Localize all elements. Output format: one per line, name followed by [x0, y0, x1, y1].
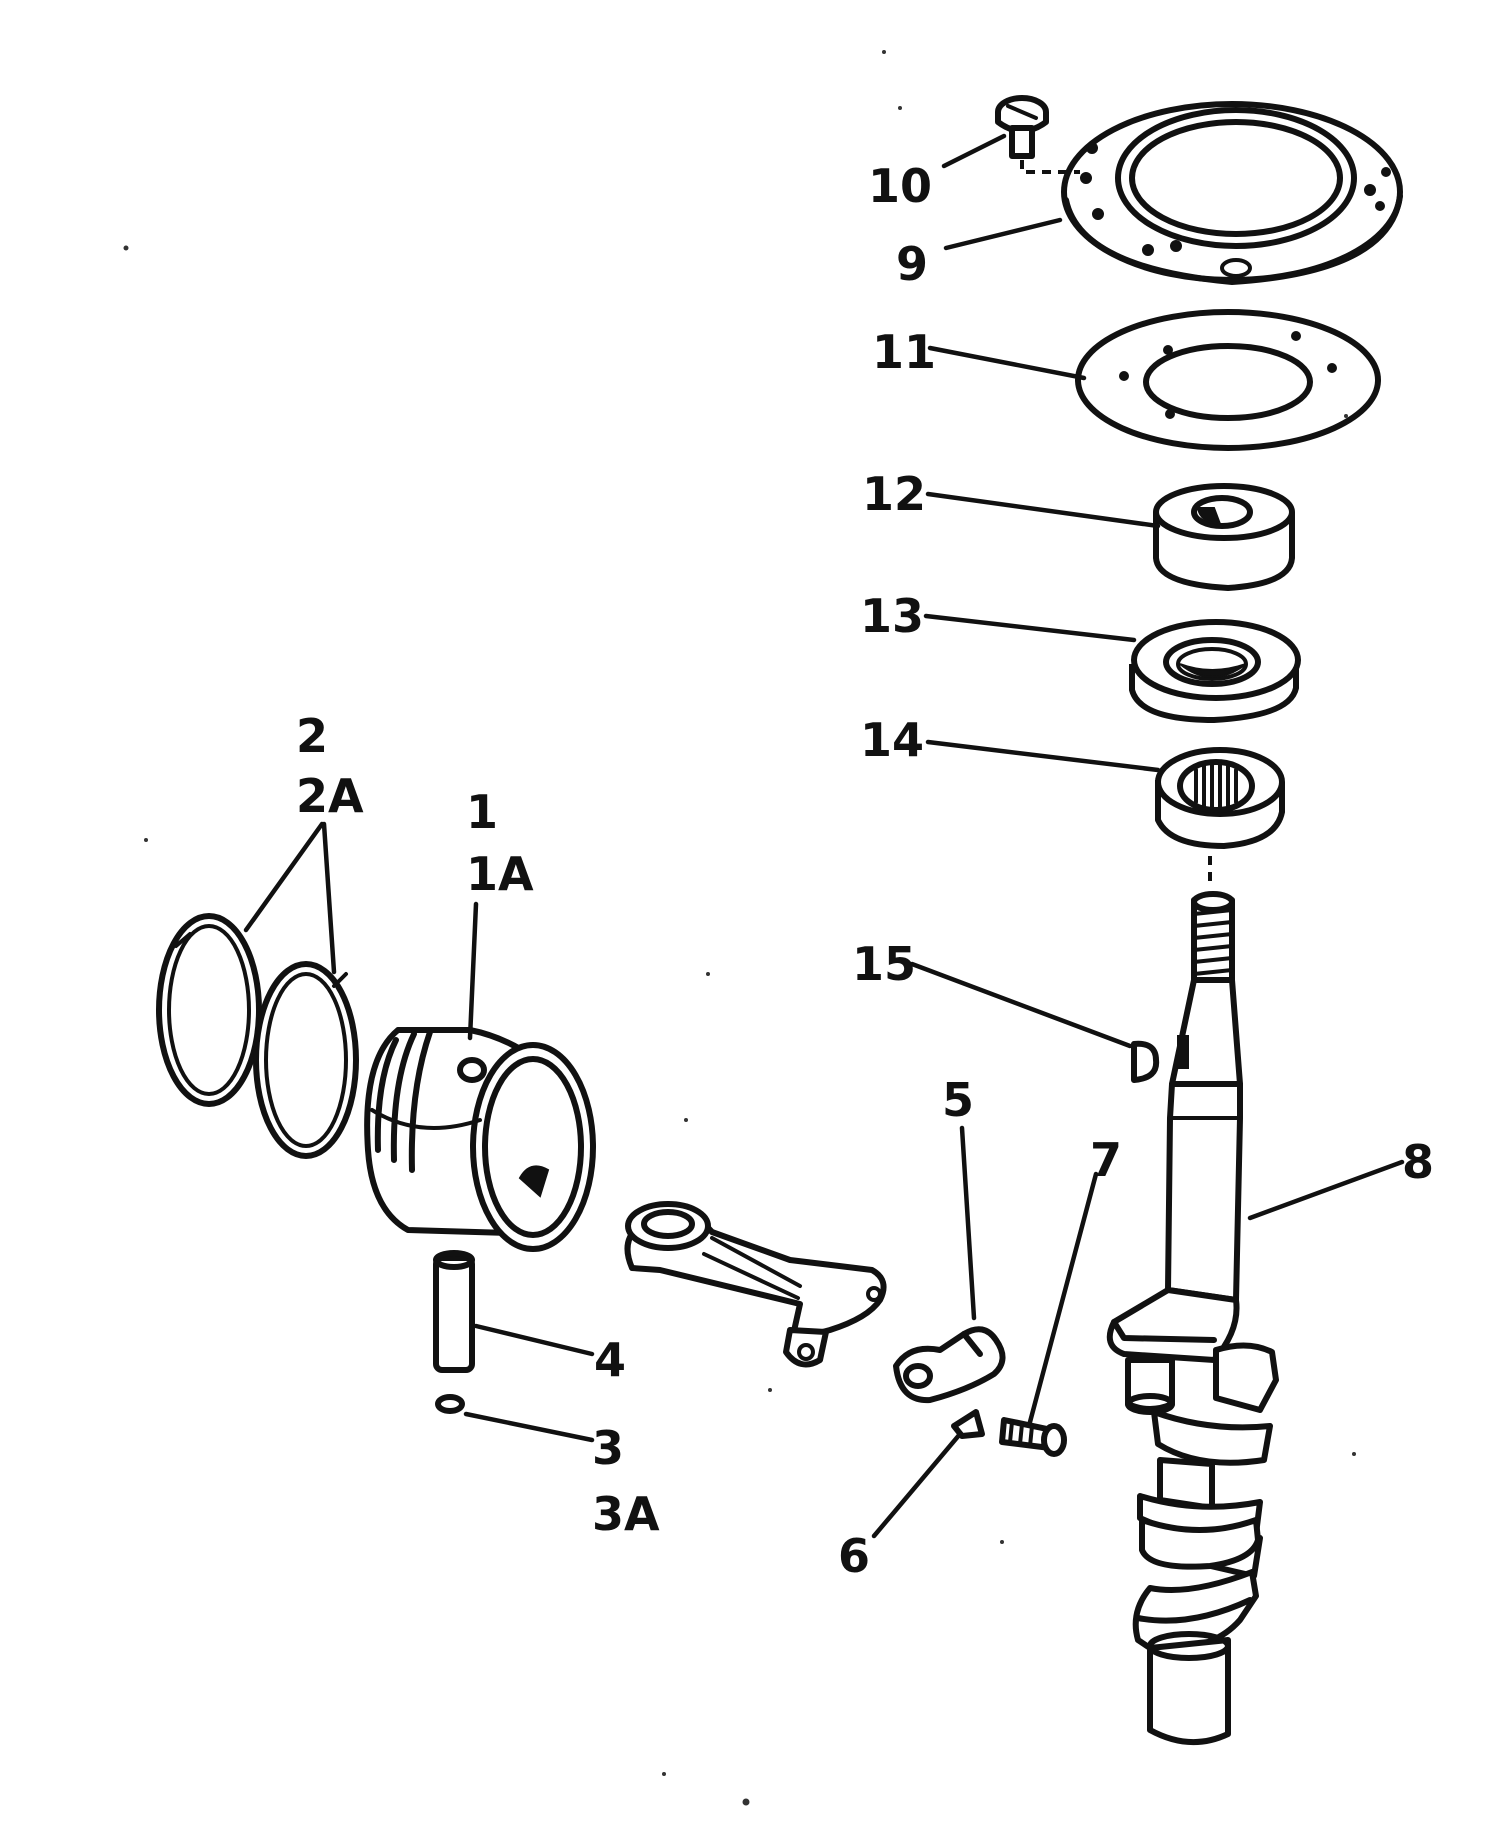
leader-11 [927, 345, 1087, 381]
leader-1 [467, 901, 479, 1041]
part-15-woodruff-key [1131, 1040, 1160, 1083]
part-14-needle-bearing [1155, 747, 1285, 849]
label-15: 15 [852, 937, 916, 991]
part-6-lock-plate [951, 1409, 985, 1439]
part-11-gasket [1075, 309, 1381, 451]
label-11: 11 [872, 325, 936, 379]
leader-6 [871, 1431, 963, 1539]
label-9: 9 [896, 237, 928, 291]
leader-13 [923, 613, 1137, 643]
leader-4 [473, 1323, 595, 1357]
part-9-retainer-plate [1061, 101, 1403, 285]
part-8-crankshaft [1106, 891, 1279, 1745]
leader-10 [941, 133, 1007, 169]
leader-7 [1027, 1171, 1099, 1425]
label-5: 5 [942, 1073, 974, 1127]
label-1: 1 [466, 785, 498, 839]
part-2-piston-rings [156, 913, 359, 1159]
part-5-rod-cap [893, 1326, 1006, 1404]
leader-14 [925, 739, 1161, 773]
label-3a: 3A [592, 1487, 660, 1541]
label-12: 12 [862, 467, 926, 521]
leader-lines [243, 133, 1405, 1539]
leader-5 [959, 1125, 977, 1321]
label-2a: 2A [296, 769, 364, 823]
leader-12 [925, 491, 1161, 529]
label-1a: 1A [466, 847, 534, 901]
part-7-screw [999, 1417, 1067, 1457]
leader-2a-b [321, 821, 337, 975]
part-13-seal [1129, 619, 1301, 723]
label-7: 7 [1090, 1133, 1122, 1187]
part-labels: 10 9 11 12 13 14 15 8 2 2A 1 1A 5 7 4 3 … [296, 159, 1434, 1583]
scan-specks [123, 50, 1356, 1806]
leader-8 [1247, 1159, 1405, 1221]
label-3: 3 [592, 1421, 624, 1475]
part-12-bushing [1153, 483, 1295, 591]
label-2: 2 [296, 709, 328, 763]
part-4-wrist-pin [433, 1250, 475, 1373]
leader-15 [909, 961, 1133, 1049]
label-13: 13 [860, 589, 924, 643]
part-1-piston [364, 1027, 596, 1252]
label-8: 8 [1402, 1135, 1434, 1189]
leader-9 [943, 217, 1063, 251]
connecting-rod [624, 1201, 887, 1368]
label-10: 10 [868, 159, 932, 213]
label-6: 6 [838, 1529, 870, 1583]
part-10-screw-path [1020, 160, 1080, 174]
leader-2a-a [243, 821, 325, 933]
label-14: 14 [860, 713, 924, 767]
part-10-screw [995, 95, 1049, 159]
label-4: 4 [594, 1333, 626, 1387]
part-3-retainer-clip [435, 1394, 465, 1414]
leader-3 [463, 1411, 595, 1443]
